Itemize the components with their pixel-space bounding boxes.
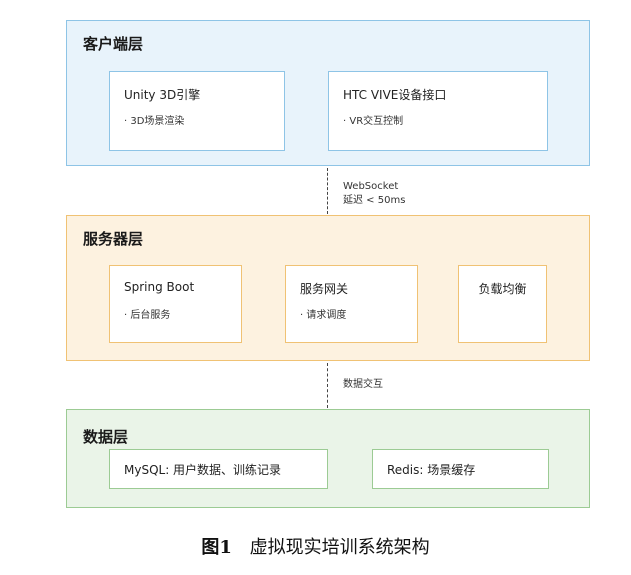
server-layer-title: 服务器层 [83, 230, 144, 248]
unity-engine-sub: · 3D场景渲染 [124, 116, 185, 127]
unity-engine-title: Unity 3D引擎 [124, 88, 201, 102]
data-layer-title: 数据层 [83, 428, 129, 446]
connector-1-label: WebSocket 延迟 < 50ms [343, 180, 405, 208]
redis-box: Redis: 场景缓存 [372, 449, 549, 489]
client-layer-title: 客户端层 [83, 35, 144, 53]
connector-2-label: 数据交互 [343, 379, 383, 390]
mysql-title: MySQL: 用户数据、训练记录 [124, 463, 282, 477]
data-layer: 数据层 MySQL: 用户数据、训练记录 Redis: 场景缓存 [66, 409, 590, 508]
spring-boot-sub: · 后台服务 [124, 310, 171, 321]
service-gateway-box: 服务网关 · 请求调度 [285, 265, 418, 343]
unity-engine-box: Unity 3D引擎 · 3D场景渲染 [109, 71, 285, 151]
htc-vive-title: HTC VIVE设备接口 [343, 88, 447, 102]
load-balancer-box: 负载均衡 [458, 265, 547, 343]
mysql-box: MySQL: 用户数据、训练记录 [109, 449, 328, 489]
htc-vive-sub: · VR交互控制 [343, 116, 404, 127]
connector-1-line1: WebSocket [343, 181, 399, 192]
connector-server-data [327, 363, 328, 408]
server-layer: 服务器层 Spring Boot · 后台服务 服务网关 · 请求调度 负载均衡 [66, 215, 590, 361]
htc-vive-box: HTC VIVE设备接口 · VR交互控制 [328, 71, 548, 151]
figure-number: 图1 [201, 537, 232, 558]
spring-boot-title: Spring Boot [124, 280, 195, 294]
client-layer: 客户端层 Unity 3D引擎 · 3D场景渲染 HTC VIVE设备接口 · … [66, 20, 590, 166]
connector-1-line2: 延迟 < 50ms [343, 195, 406, 206]
load-balancer-title: 负载均衡 [478, 282, 527, 296]
connector-client-server [327, 168, 328, 214]
spring-boot-box: Spring Boot · 后台服务 [109, 265, 242, 343]
figure-title: 虚拟现实培训系统架构 [249, 537, 430, 558]
figure-caption: 图1 虚拟现实培训系统架构 [0, 533, 631, 559]
service-gateway-sub: · 请求调度 [300, 310, 347, 321]
redis-title: Redis: 场景缓存 [387, 463, 476, 477]
service-gateway-title: 服务网关 [300, 282, 349, 296]
